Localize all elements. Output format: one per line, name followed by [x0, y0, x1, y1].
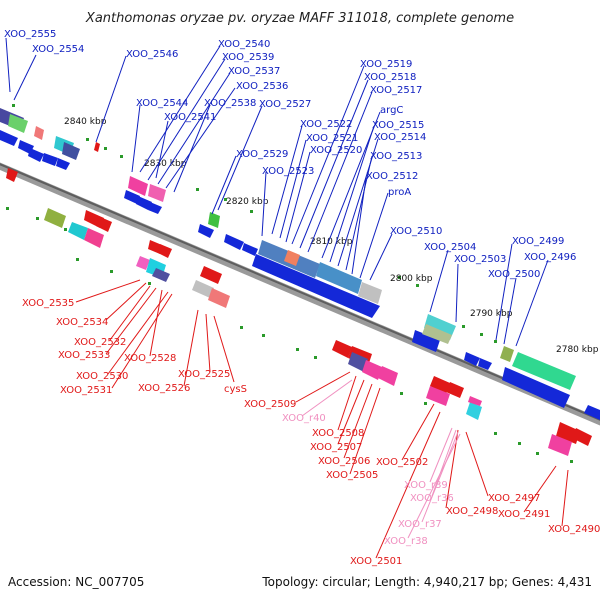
gene-label-XOO_2534: XOO_2534 — [56, 317, 108, 328]
accession-text: Accession: NC_007705 — [8, 575, 144, 589]
gene-label-XOO_2490: XOO_2490 — [548, 524, 600, 535]
gene-label-XOO_r39: XOO_r39 — [404, 480, 448, 491]
gene-label-XOO_2528: XOO_2528 — [124, 353, 176, 364]
forward-genes — [0, 130, 600, 420]
gene-label-XOO_2532: XOO_2532 — [74, 337, 126, 348]
reverse-blocks — [44, 208, 572, 456]
gene-label-XOO_2517: XOO_2517 — [370, 85, 422, 96]
kbp-label: 2800 kbp — [390, 274, 433, 284]
gene-label-argC: argC — [380, 105, 403, 116]
gene-label-proA: proA — [388, 187, 411, 198]
gene-label-XOO_2533: XOO_2533 — [58, 350, 110, 361]
gene-label-XOO_r36: XOO_r36 — [410, 493, 454, 504]
forward-labels: XOO_2555 XOO_2554 XOO_2546 XOO_2540 XOO_… — [4, 29, 576, 280]
gene-label-XOO_2538: XOO_2538 — [204, 98, 256, 109]
gene-label-XOO_2555: XOO_2555 — [4, 29, 56, 40]
gene-label-XOO_2544: XOO_2544 — [136, 98, 188, 109]
gene-label-XOO_2537: XOO_2537 — [228, 66, 280, 77]
gene-label-XOO_2507: XOO_2507 — [310, 442, 362, 453]
gene-label-XOO_2530: XOO_2530 — [76, 371, 128, 382]
gene-label-XOO_2521: XOO_2521 — [306, 133, 358, 144]
map-title: Xanthomonas oryzae pv. oryzae MAFF 31101… — [85, 11, 514, 26]
gene-label-XOO_2501: XOO_2501 — [350, 556, 402, 567]
kbp-label: 2820 kbp — [226, 197, 269, 207]
genome-stats-text: Topology: circular; Length: 4,940,217 bp… — [261, 575, 592, 589]
gene-label-XOO_2546: XOO_2546 — [126, 49, 178, 60]
gene-label-XOO_2498: XOO_2498 — [446, 506, 498, 517]
rna-labels: XOO_r40 XOO_r39 XOO_r36 XOO_r37 XOO_r38 — [282, 413, 454, 547]
gene-label-XOO_2527: XOO_2527 — [259, 99, 311, 110]
gene-label-XOO_2520: XOO_2520 — [310, 145, 362, 156]
gene-label-XOO_2502: XOO_2502 — [376, 457, 428, 468]
forward-leader-lines — [5, 37, 549, 347]
reverse-leader-lines — [75, 279, 569, 559]
gene-label-XOO_2519: XOO_2519 — [360, 59, 412, 70]
kbp-label: 2790 kbp — [470, 309, 513, 319]
scale-dots — [6, 104, 573, 463]
kbp-label: 2780 kbp — [556, 345, 599, 355]
gene-label-XOO_2525: XOO_2525 — [178, 369, 230, 380]
gene-label-XOO_r38: XOO_r38 — [384, 536, 428, 547]
gene-label-XOO_r40: XOO_r40 — [282, 413, 326, 424]
gene-label-XOO_2503: XOO_2503 — [454, 254, 506, 265]
gene-label-XOO_2491: XOO_2491 — [498, 509, 550, 520]
gene-label-XOO_2523: XOO_2523 — [262, 166, 314, 177]
gene-label-XOO_2535: XOO_2535 — [22, 298, 74, 309]
gene-label-XOO_2509: XOO_2509 — [244, 399, 296, 410]
kbp-label: 2840 kbp — [64, 117, 107, 127]
gene-label-XOO_2518: XOO_2518 — [364, 72, 416, 83]
gene-label-XOO_2505: XOO_2505 — [326, 470, 378, 481]
gene-label-XOO_2500: XOO_2500 — [488, 269, 540, 280]
reverse-labels: XOO_2535 XOO_2534 XOO_2532 XOO_2533 XOO_… — [22, 298, 600, 567]
gene-label-XOO_2496: XOO_2496 — [524, 252, 576, 263]
gene-label-XOO_2541: XOO_2541 — [164, 112, 216, 123]
gene-label-XOO_2540: XOO_2540 — [218, 39, 270, 50]
gene-label-XOO_2508: XOO_2508 — [312, 428, 364, 439]
gene-label-XOO_2539: XOO_2539 — [222, 52, 274, 63]
gene-label-XOO_2497: XOO_2497 — [488, 493, 540, 504]
gene-label-XOO_2513: XOO_2513 — [370, 151, 422, 162]
gene-label-XOO_r37: XOO_r37 — [398, 519, 442, 530]
kbp-label: 2830 kbp — [144, 159, 187, 169]
gene-label-XOO_2504: XOO_2504 — [424, 242, 476, 253]
gene-label-XOO_2510: XOO_2510 — [390, 226, 442, 237]
gene-label-XOO_2536: XOO_2536 — [236, 81, 288, 92]
gene-label-XOO_2499: XOO_2499 — [512, 236, 564, 247]
gene-label-XOO_2531: XOO_2531 — [60, 385, 112, 396]
gene-label-XOO_2554: XOO_2554 — [32, 44, 84, 55]
gene-label-XOO_2514: XOO_2514 — [374, 132, 426, 143]
gene-label-XOO_2512: XOO_2512 — [366, 171, 418, 182]
gene-label-XOO_2506: XOO_2506 — [318, 456, 370, 467]
feature-blocks — [0, 108, 576, 390]
rna-leader-lines — [301, 379, 461, 539]
kbp-label: 2810 kbp — [310, 237, 353, 247]
gene-label-XOO_2515: XOO_2515 — [372, 120, 424, 131]
kbp-scale: 2840 kbp 2830 kbp 2820 kbp 2810 kbp 2800… — [64, 117, 599, 355]
gene-label-XOO_2526: XOO_2526 — [138, 383, 190, 394]
gene-label-cysS: cysS — [224, 384, 247, 395]
gene-label-XOO_2522: XOO_2522 — [300, 119, 352, 130]
gene-label-XOO_2529: XOO_2529 — [236, 149, 288, 160]
